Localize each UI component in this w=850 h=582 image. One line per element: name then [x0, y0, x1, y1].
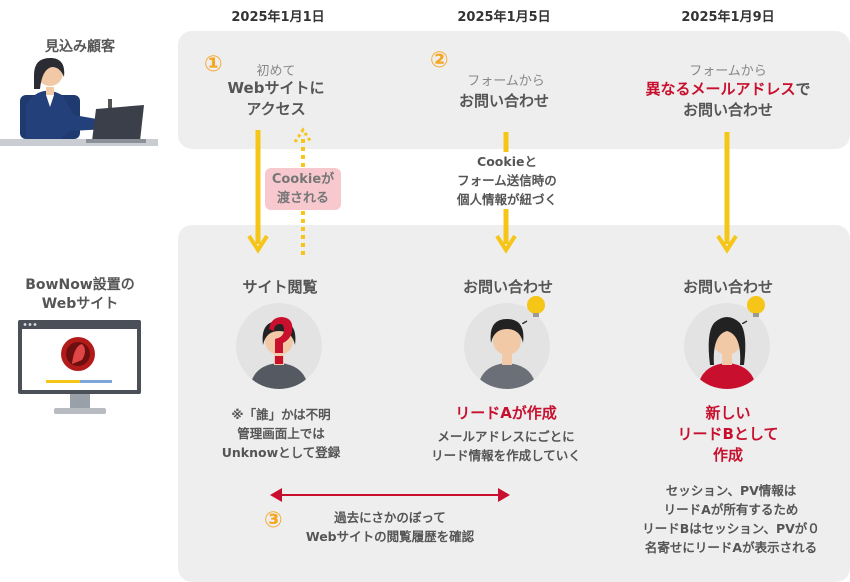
- step-3-line2: 異なるメールアドレスで: [628, 78, 828, 99]
- website-label-line2: Webサイト: [41, 296, 119, 312]
- arrow-down-3-head: [716, 234, 738, 254]
- step-number-2: ②: [430, 48, 449, 73]
- unknown-visitor-avatar: [236, 303, 322, 389]
- col3-title: お問い合わせ: [682, 278, 773, 296]
- step-3-suffix: で: [795, 80, 811, 98]
- col1-desc-line3: Unknowとして登録: [221, 445, 341, 460]
- history-arrow-right-head: [498, 488, 510, 502]
- step-1-line3: アクセス: [246, 100, 306, 118]
- lead-a-created: リードAが作成: [455, 404, 557, 422]
- col1-desc-line2: 管理画面上では: [237, 426, 325, 441]
- col1-description: ※「誰」かは不明 管理画面上では Unknowとして登録: [196, 405, 366, 462]
- person-at-laptop-icon: [0, 57, 158, 146]
- col3-desc-line2: リードAが所有するため: [663, 502, 799, 517]
- history-arrow-left-head: [270, 488, 282, 502]
- date-2: 2025年1月5日: [457, 10, 551, 25]
- col3-desc-line3: リードBはセッション、PVが０: [642, 521, 820, 536]
- question-mark-icon: [250, 317, 308, 389]
- step-3-line1: フォームから: [689, 64, 767, 79]
- lead-b-line2: リードBとして: [677, 425, 779, 443]
- step-2-line2: お問い合わせ: [458, 92, 549, 110]
- step-1-line2: Webサイトに: [227, 79, 325, 97]
- arrow-down-1-head: [247, 234, 269, 254]
- cookie-link-note: Cookieと フォーム送信時の 個人情報が紐づく: [432, 152, 582, 209]
- monitor-icon: [18, 320, 141, 414]
- col2-title: お問い合わせ: [462, 278, 553, 296]
- cookie-badge-line1: Cookieが: [271, 172, 335, 187]
- lead-a-avatar: [464, 303, 550, 389]
- col1-title: サイト閲覧: [242, 278, 318, 296]
- history-line2: Webサイトの閲覧履歴を確認: [305, 529, 475, 544]
- lead-b-line1: 新しい: [705, 404, 751, 422]
- website-label: BowNow設置の Webサイト: [0, 276, 160, 314]
- col1-desc-line1: ※「誰」かは不明: [231, 407, 331, 422]
- cookie-badge-line2: 渡される: [276, 191, 329, 206]
- lightbulb-icon: [522, 296, 545, 324]
- history-line1: 過去にさかのぼって: [334, 510, 446, 525]
- website-panel: [178, 225, 850, 582]
- date-3: 2025年1月9日: [681, 10, 775, 25]
- lead-b-line3: 作成: [712, 446, 743, 464]
- lightbulb-icon: [742, 296, 765, 324]
- step-number-1: ①: [204, 52, 223, 77]
- arrow-up-dotted-head: [293, 127, 313, 143]
- col3-description: セッション、PV情報は リードAが所有するため リードBはセッション、PVが０ …: [616, 481, 846, 557]
- cookie-badge: Cookieが 渡される: [265, 168, 341, 210]
- step-3-line3: お問い合わせ: [682, 101, 773, 119]
- col2-description: メールアドレスにごとに リード情報を作成していく: [400, 427, 612, 465]
- col3-desc-line1: セッション、PV情報は: [665, 483, 797, 498]
- website-label-line1: BowNow設置の: [25, 277, 135, 293]
- step-number-3: ③: [264, 508, 283, 533]
- cookie-link-line2: フォーム送信時の: [457, 173, 557, 188]
- step-1-line1: 初めて: [256, 64, 296, 79]
- col2-desc-line1: メールアドレスにごとに: [437, 429, 575, 444]
- different-email-text: 異なるメールアドレス: [645, 80, 796, 98]
- prospect-panel: [178, 31, 850, 149]
- lead-b-avatar: [684, 303, 770, 389]
- lead-b-created: 新しい リードBとして 作成: [640, 403, 816, 466]
- col2-desc-line2: リード情報を作成していく: [431, 448, 581, 463]
- date-1: 2025年1月1日: [231, 10, 325, 25]
- step-1-title: Webサイトに アクセス: [196, 78, 356, 120]
- step-2-line1: フォームから: [467, 74, 545, 89]
- col3-desc-line4: 名寄せにリードAが表示される: [644, 540, 818, 555]
- history-description: 過去にさかのぼって Webサイトの閲覧履歴を確認: [280, 508, 500, 546]
- arrow-down-2-head: [495, 234, 517, 254]
- cookie-link-line1: Cookieと: [477, 154, 537, 169]
- cookie-link-line3: 個人情報が紐づく: [456, 192, 557, 207]
- prospect-label: 見込み顧客: [45, 39, 115, 55]
